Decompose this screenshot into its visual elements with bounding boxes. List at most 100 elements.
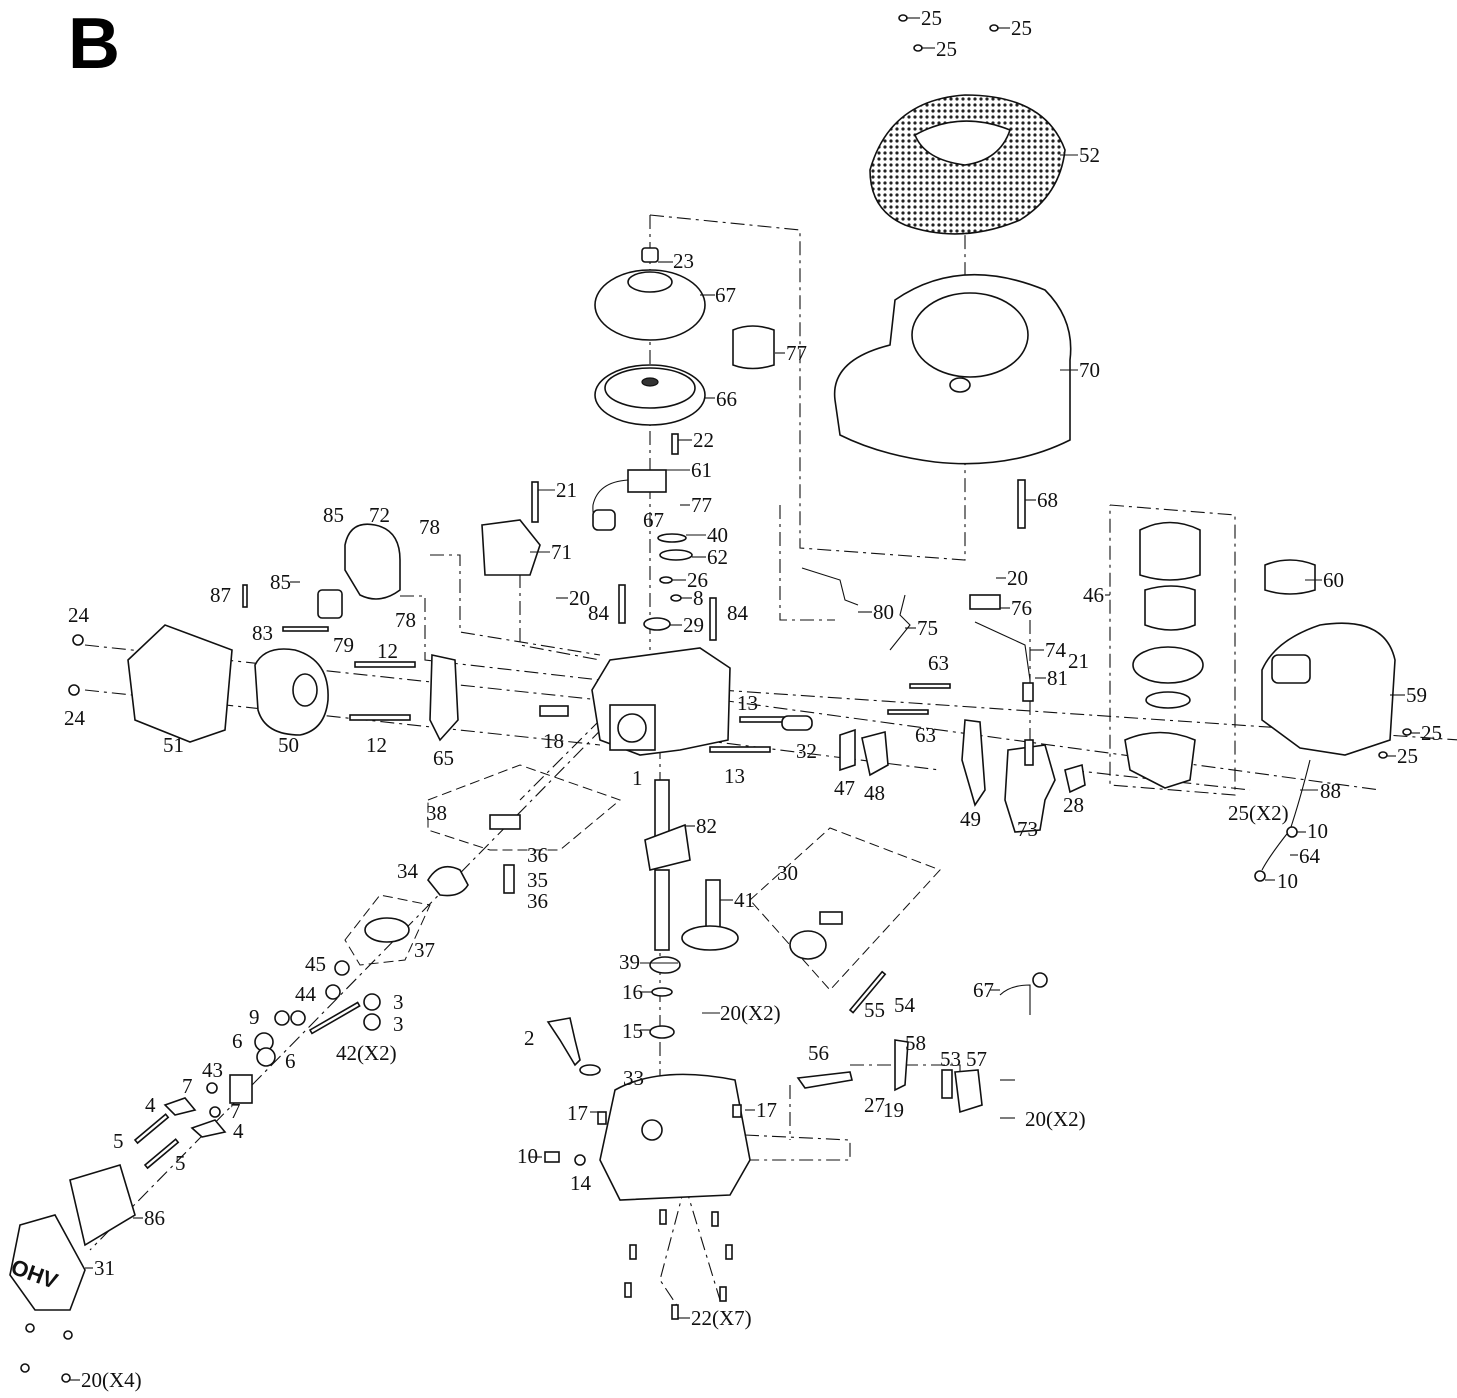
callout-38: 38 (426, 801, 447, 825)
bolt-22 (671, 433, 679, 455)
callout-46: 46 (1083, 583, 1104, 607)
callout-40: 40 (707, 523, 728, 547)
callout-labels: 25 25 25 52 23 67 77 70 66 22 61 21 77 6… (64, 6, 1442, 1392)
callout-26: 26 (687, 568, 708, 592)
camshaft (681, 879, 739, 951)
callout-10: 10 (517, 1144, 538, 1168)
valve-lifter-group-box (427, 764, 621, 851)
callout-65: 65 (433, 746, 454, 770)
callout-17: 17 (567, 1101, 588, 1125)
callout-23: 23 (673, 249, 694, 273)
carb-gasket (1064, 763, 1086, 794)
pushrod-5-b (143, 1138, 180, 1170)
callout-20-x2: 20(X2) (1025, 1107, 1086, 1131)
crankshaft (644, 779, 691, 951)
nut-24-upper (72, 634, 84, 646)
ignition-coil (592, 469, 667, 531)
callout-81: 81 (1047, 666, 1068, 690)
fuel-cap (1264, 559, 1316, 595)
callout-50: 50 (278, 733, 299, 757)
elbow-32 (781, 715, 813, 731)
nut-7-b (209, 1106, 221, 1118)
engine-block (591, 647, 731, 756)
callout-45: 45 (305, 952, 326, 976)
callout-43: 43 (202, 1058, 223, 1082)
blower-housing (833, 273, 1072, 465)
callout-74: 74 (1045, 638, 1067, 662)
piston-ring-group-box (344, 894, 431, 966)
callout-83: 83 (252, 621, 273, 645)
callout-66: 66 (716, 387, 737, 411)
callout-32: 32 (796, 739, 817, 763)
callout-51: 51 (163, 733, 184, 757)
muffler (254, 648, 329, 736)
callout-25: 25 (1421, 721, 1442, 745)
washer-16 (651, 987, 673, 997)
carburetor (1004, 739, 1056, 833)
callout-25: 25 (1397, 744, 1418, 768)
pushrod-5-a (133, 1113, 170, 1145)
callout-15: 15 (622, 1019, 643, 1043)
fuel-pump-assembly (242, 523, 401, 632)
callout-18: 18 (543, 729, 564, 753)
callout-75: 75 (917, 616, 938, 640)
callout-85: 85 (323, 503, 344, 527)
rod-55 (848, 970, 887, 1014)
callout-13: 13 (724, 764, 745, 788)
callout-72: 72 (369, 503, 390, 527)
hose-clamp-upper (1286, 826, 1298, 838)
intake-gasket (839, 728, 856, 772)
callout-85: 85 (270, 570, 291, 594)
gasket-62 (659, 549, 693, 561)
lever-56 (796, 1071, 853, 1089)
callout-2: 2 (524, 1026, 535, 1050)
key-plate (657, 533, 687, 543)
bolts-22-x7 (624, 1209, 733, 1320)
callout-4: 4 (145, 1093, 156, 1117)
callout-1: 1 (632, 766, 643, 790)
callout-10: 10 (1307, 819, 1328, 843)
valve-42 (308, 1001, 361, 1035)
callout-12: 12 (366, 733, 387, 757)
choke-rod (974, 621, 1031, 681)
plug-17-right (732, 1104, 742, 1118)
choke-lever (969, 594, 1001, 610)
callout-52: 52 (1079, 143, 1100, 167)
callout-7: 7 (182, 1074, 193, 1098)
valve-spring-45 (334, 960, 350, 976)
callout-68: 68 (1037, 488, 1058, 512)
callout-62: 62 (707, 545, 728, 569)
ring-8 (670, 594, 682, 602)
callout-3: 3 (393, 990, 404, 1014)
spark-plug (539, 705, 569, 717)
callout-47: 47 (834, 776, 855, 800)
callout-87: 87 (210, 583, 231, 607)
callout-76: 76 (1011, 596, 1032, 620)
callout-64: 64 (1299, 844, 1321, 868)
air-cleaner (1124, 521, 1204, 789)
callout-25: 25 (1011, 16, 1032, 40)
callout-41: 41 (734, 888, 755, 912)
callout-49: 49 (960, 807, 981, 831)
nut-7-a (206, 1082, 218, 1094)
callout-27: 27 (864, 1093, 885, 1117)
callout-28: 28 (1063, 793, 1084, 817)
retainer-44 (325, 984, 341, 1000)
stud-84-left (618, 584, 626, 624)
callout-84: 84 (588, 601, 610, 625)
valve-cover: OHV (8, 1214, 86, 1311)
ground-wire (999, 984, 1031, 1015)
callout-88: 88 (1320, 779, 1341, 803)
callout-78: 78 (419, 515, 440, 539)
spring-9-b (290, 1010, 306, 1026)
callout-12: 12 (377, 639, 398, 663)
callout-13: 13 (737, 691, 758, 715)
stud-13-lower (709, 746, 771, 753)
callout-57: 57 (966, 1047, 987, 1071)
dipstick (546, 1017, 581, 1067)
callout-25-x2: 25(X2) (1228, 801, 1289, 825)
oil-seal-29 (643, 617, 671, 631)
spring-9-a (274, 1010, 290, 1026)
callout-10: 10 (1277, 869, 1298, 893)
